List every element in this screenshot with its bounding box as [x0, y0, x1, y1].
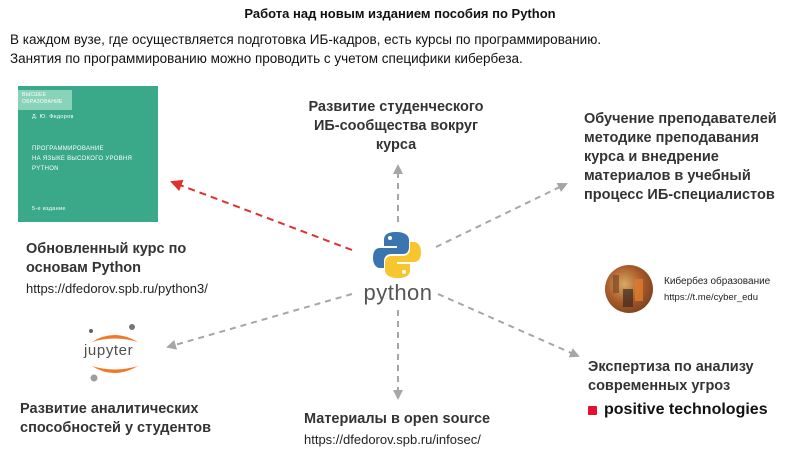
- book-band: [18, 90, 72, 110]
- cyber-edu-avatar: [605, 265, 653, 313]
- expertise-heading: Экспертиза по анализу современных угроз: [588, 358, 754, 396]
- analytics-line-1: Развитие аналитических: [20, 401, 199, 417]
- book-title-3: PYTHON: [32, 166, 59, 172]
- expertise-line-1: Экспертиза по анализу: [588, 359, 754, 375]
- community-line-2: ИБ-сообщества вокруг: [313, 118, 479, 134]
- analytics-heading: Развитие аналитических способностей у ст…: [20, 400, 211, 438]
- positive-technologies-logo: positive technologies: [588, 401, 768, 419]
- cyber-edu-photo-icon: [613, 275, 643, 307]
- intro-line-2: Занятия по программированию можно провод…: [10, 51, 523, 66]
- community-line-3: курса: [375, 137, 417, 153]
- course-url[interactable]: https://dfedorov.spb.ru/python3/: [26, 281, 208, 296]
- arrow-to-analytics: [166, 293, 353, 350]
- book-band-text: ВЫСШЕЕ ОБРАЗОВАНИЕ: [22, 92, 63, 105]
- teachers-line-3: курса и внедрение: [584, 149, 719, 165]
- book-title-1: ПРОГРАММИРОВАНИЕ: [32, 146, 104, 152]
- book-title-2: НА ЯЗЫКЕ ВЫСОКОГО УРОВНЯ: [32, 156, 133, 162]
- book-edition: 5-е издание: [32, 206, 66, 212]
- book-bottom-strip: [18, 222, 158, 234]
- teachers-line-1: Обучение преподавателей: [584, 111, 777, 127]
- slide-title: Работа над новым изданием пособия по Pyt…: [244, 6, 556, 21]
- python-logo-icon: [373, 232, 421, 278]
- expertise-line-2: современных угроз: [588, 378, 731, 394]
- course-heading: Обновленный курс по основам Python: [26, 240, 186, 278]
- cyber-edu-url[interactable]: https://t.me/cyber_edu: [664, 292, 758, 303]
- cyber-edu-name: Кибербез образование: [664, 276, 771, 287]
- course-line-1: Обновленный курс по: [26, 241, 187, 257]
- analytics-line-2: способностей у студентов: [20, 420, 211, 436]
- teachers-line-2: методике преподавания: [584, 130, 759, 146]
- intro-text: В каждом вузе, где осуществляется подгот…: [10, 30, 601, 68]
- arrow-to-teachers: [435, 182, 568, 248]
- opensource-heading: Материалы в open source: [304, 411, 491, 427]
- pt-square-icon: [588, 405, 597, 415]
- course-line-2: основам Python: [26, 260, 142, 276]
- book-author: Д. Ю. Федоров: [32, 114, 74, 120]
- opensource-url[interactable]: https://dfedorov.spb.ru/infosec/: [304, 432, 481, 447]
- teachers-line-4: материалов в учебный: [584, 168, 751, 184]
- teachers-heading: Обучение преподавателей методике препода…: [584, 110, 777, 205]
- arrow-to-expertise: [437, 293, 580, 358]
- jupyter-logo-icon: [89, 324, 138, 382]
- book-cover: ВЫСШЕЕ ОБРАЗОВАНИЕ Д. Ю. Федоров ПРОГРАМ…: [18, 86, 158, 234]
- arrow-to-course: [170, 179, 353, 251]
- intro-line-1: В каждом вузе, где осуществляется подгот…: [10, 32, 602, 47]
- teachers-line-5: процесс ИБ-специалистов: [584, 187, 775, 203]
- jupyter-label: jupyter: [84, 342, 134, 359]
- community-line-1: Развитие студенческого: [308, 99, 484, 115]
- pt-brand-text: positive technologies: [604, 401, 768, 418]
- python-label: python: [363, 280, 433, 305]
- community-heading: Развитие студенческого ИБ-сообщества вок…: [296, 98, 496, 155]
